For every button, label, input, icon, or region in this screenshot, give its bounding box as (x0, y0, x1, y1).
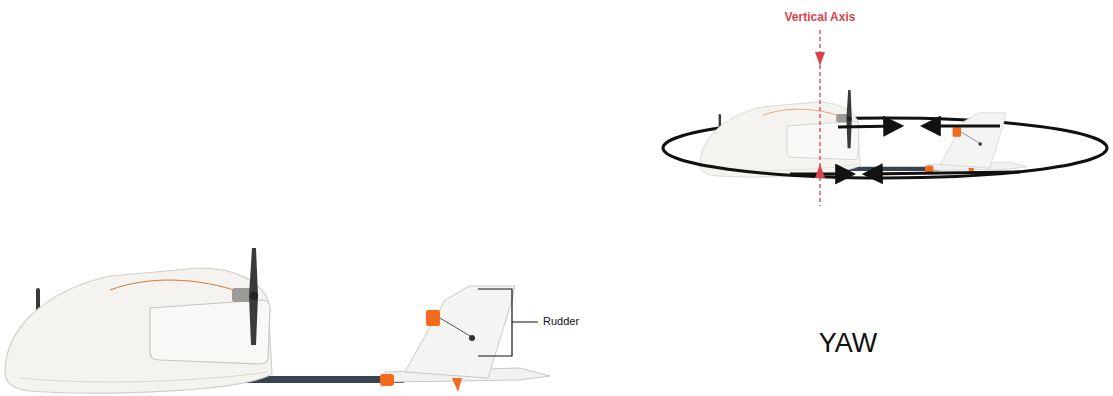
axis-arrow (815, 164, 825, 178)
orbit-front (663, 148, 1107, 178)
drone-side-view (5, 248, 550, 393)
drone-yaw-view (700, 90, 1027, 177)
motion-label: YAW (819, 328, 878, 359)
rudder-bracket (478, 289, 538, 356)
yaw-arrow (866, 172, 1020, 174)
part-label: Rudder (543, 315, 579, 327)
axis-arrow (815, 52, 825, 66)
yaw-arrow (838, 126, 900, 127)
yaw-arrow (924, 125, 1000, 128)
axis-label: Vertical Axis (785, 10, 856, 24)
